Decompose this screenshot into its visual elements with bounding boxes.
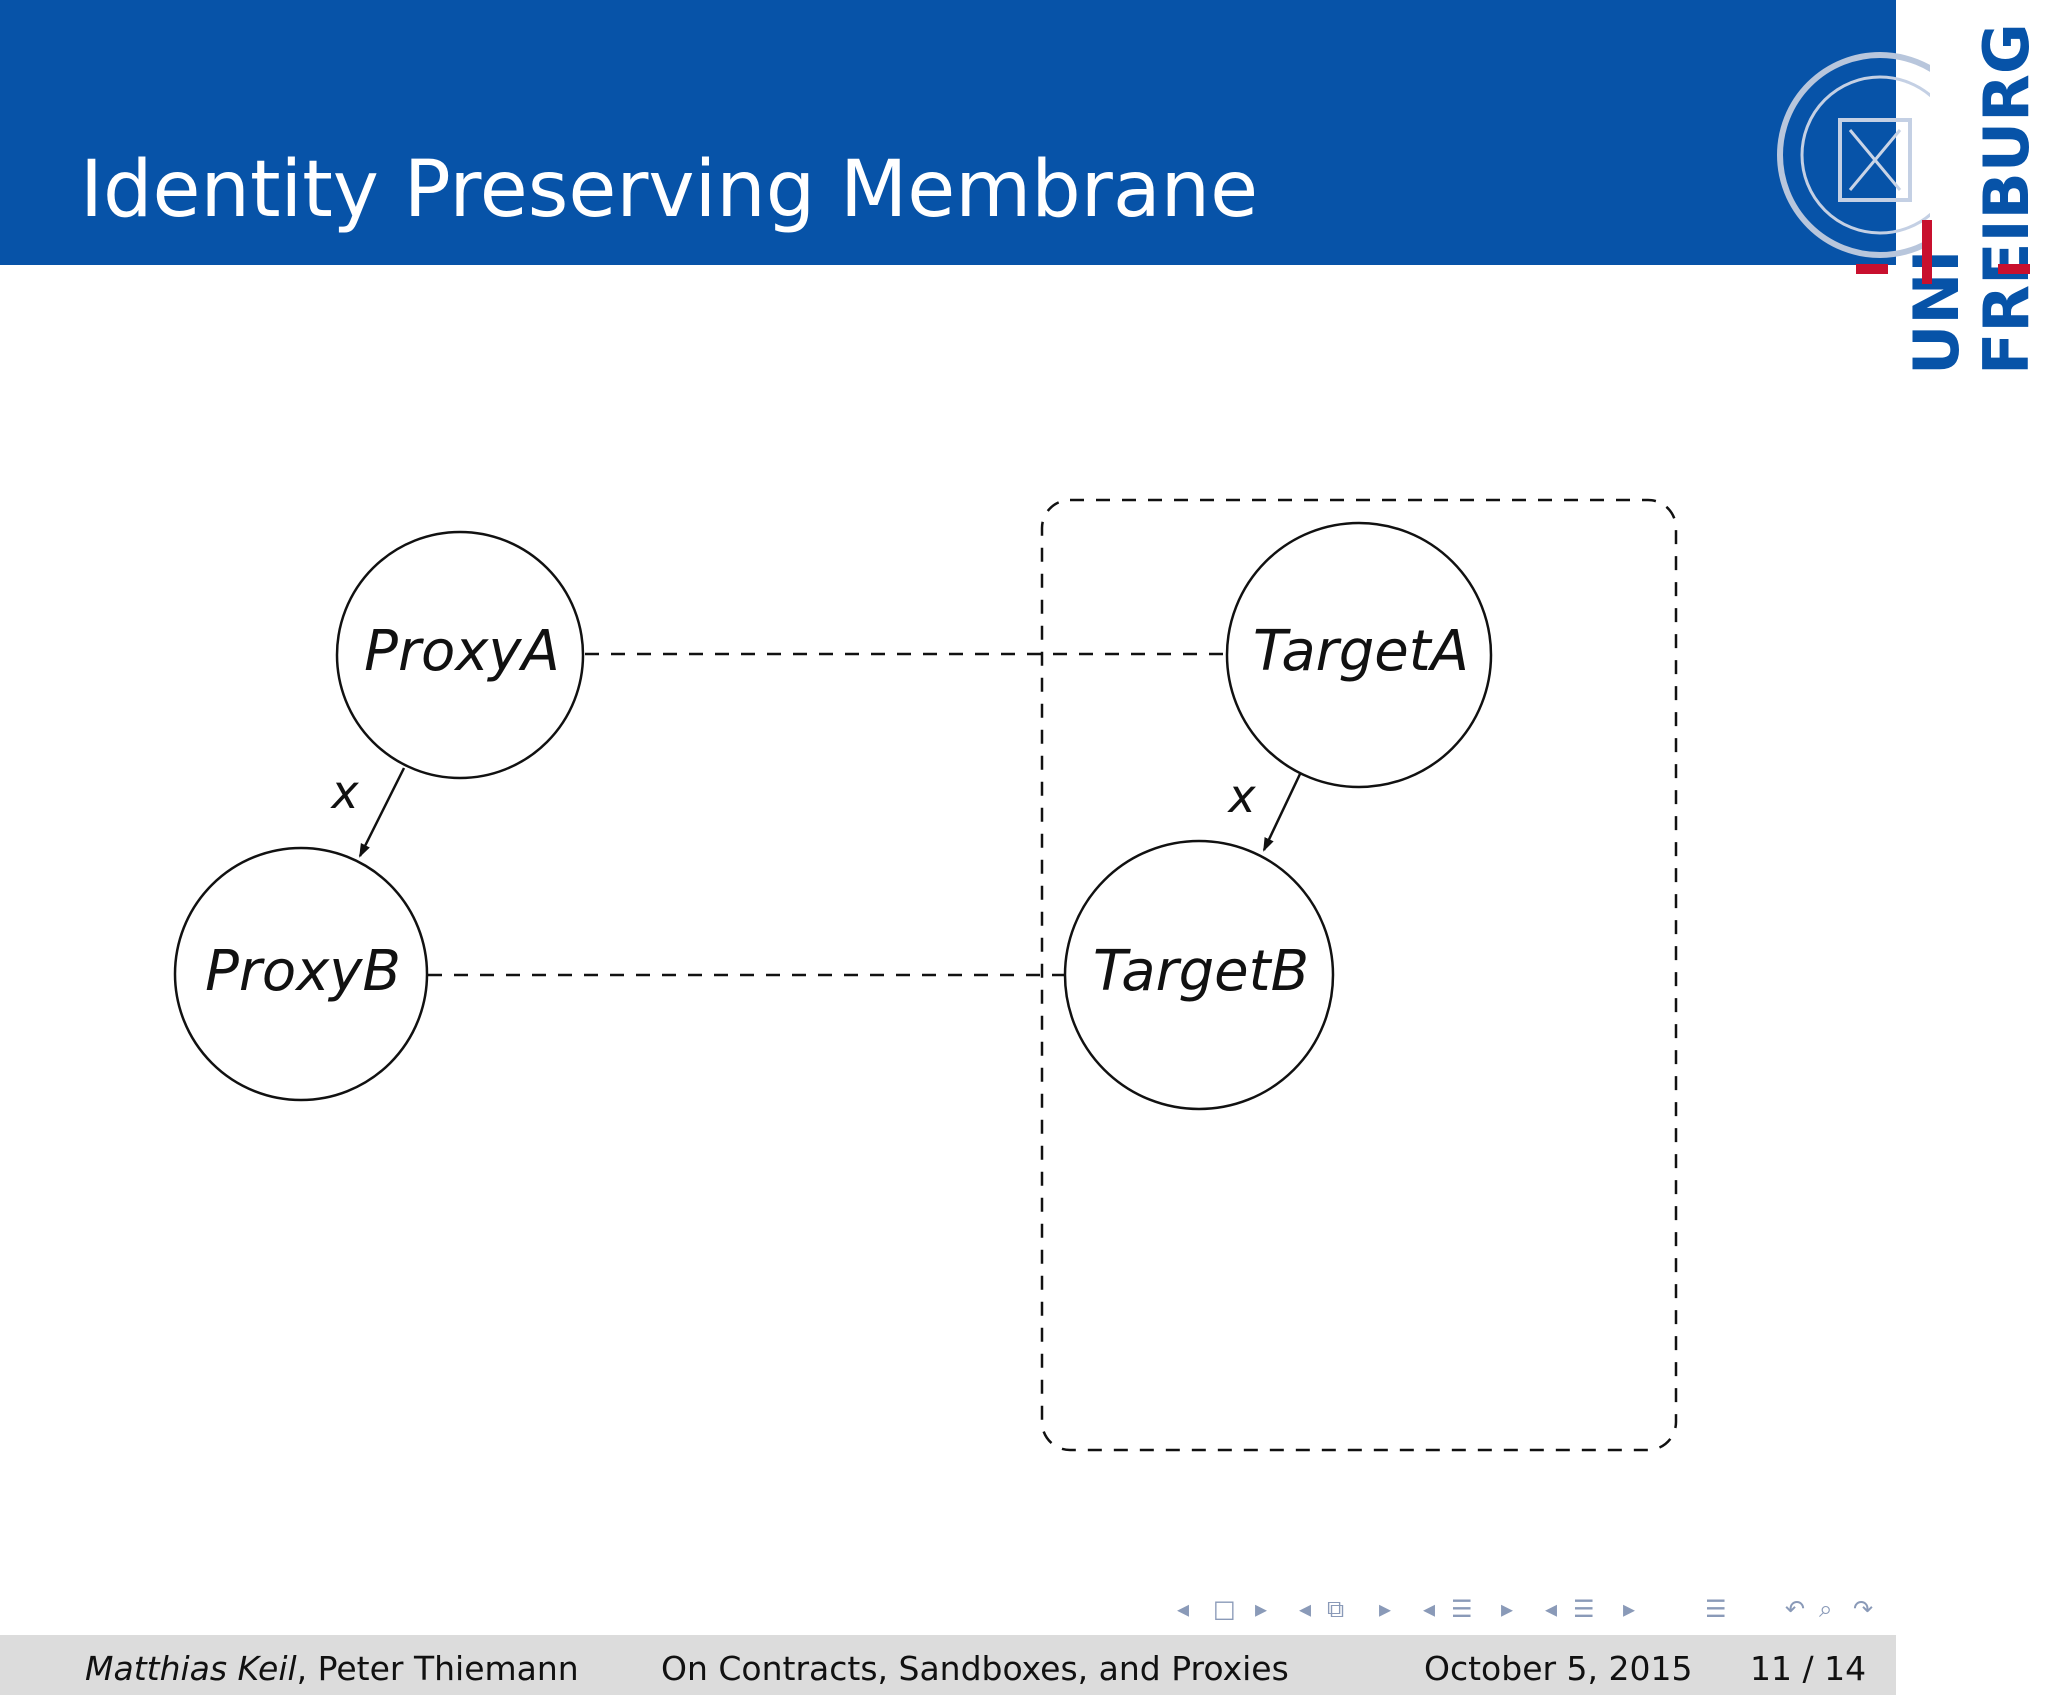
slide-title: Identity Preserving Membrane	[80, 145, 1259, 235]
arrow-right-icon[interactable]: ▸	[1501, 1595, 1514, 1623]
logo-red-bar-left	[1856, 264, 1888, 274]
node-proxya	[335, 530, 585, 780]
align-icon[interactable]: ☰	[1705, 1595, 1727, 1623]
university-logo: UNI FREIBURG	[1760, 23, 2048, 380]
edge-proxya-proxyb	[358, 767, 406, 858]
footer-talk-title: On Contracts, Sandboxes, and Proxies	[661, 1649, 1289, 1688]
arrow-left-icon[interactable]: ◂	[1423, 1595, 1436, 1623]
footer-date: October 5, 2015	[1424, 1649, 1693, 1688]
arrow-left-icon[interactable]: ◂	[1177, 1595, 1190, 1623]
seal-icon	[1777, 52, 1930, 258]
node-proxya-label: ProxyA	[364, 619, 560, 684]
redo-icon[interactable]: ↷	[1853, 1595, 1874, 1623]
membrane-boundary	[1040, 498, 1678, 1452]
footer-author-rest: , Peter Thiemann	[296, 1649, 579, 1688]
arrow-left-icon[interactable]: ◂	[1299, 1595, 1312, 1623]
edge-targeta-targetb	[1262, 773, 1302, 852]
title-bar: Identity Preserving Membrane	[0, 0, 1896, 265]
subsection-icon[interactable]: ⧉	[1327, 1595, 1345, 1623]
logo-red-bar-right	[1998, 264, 2030, 274]
arrow-right-icon[interactable]: ▸	[1255, 1595, 1268, 1623]
section-icon[interactable]: ☰	[1451, 1595, 1473, 1623]
list-icon[interactable]: ☰	[1573, 1595, 1595, 1623]
beamer-navigation: ◂ □ ▸ ◂ ⧉ ▸ ◂ ☰ ▸ ◂ ☰ ▸ ☰ ↶ ⌕ ↷	[1175, 1595, 1895, 1635]
footer-bar: Matthias Keil, Peter Thiemann On Contrac…	[0, 1635, 1896, 1695]
footer-authors: Matthias Keil, Peter Thiemann	[85, 1649, 579, 1688]
arrow-right-icon[interactable]: ▸	[1623, 1595, 1636, 1623]
node-proxyb	[173, 846, 429, 1102]
logo-red-bar-vert	[1922, 220, 1932, 284]
node-proxyb-label: ProxyB	[205, 939, 401, 1004]
frame-icon[interactable]: □	[1213, 1595, 1236, 1623]
edge-label-proxy: x	[329, 765, 359, 819]
footer-page-number: 11 / 14	[1750, 1649, 1867, 1688]
undo-icon[interactable]: ↶	[1785, 1595, 1806, 1623]
arrow-left-icon[interactable]: ◂	[1545, 1595, 1558, 1623]
node-targetb-label: TargetB	[1093, 939, 1309, 1004]
node-targetb	[1063, 839, 1335, 1111]
footer-author-main: Matthias Keil	[85, 1649, 297, 1688]
search-icon[interactable]: ⌕	[1819, 1595, 1833, 1623]
arrow-right-icon[interactable]: ▸	[1379, 1595, 1392, 1623]
edge-label-target: x	[1226, 769, 1256, 823]
node-targeta	[1225, 521, 1493, 789]
node-targeta-label: TargetA	[1253, 619, 1469, 684]
